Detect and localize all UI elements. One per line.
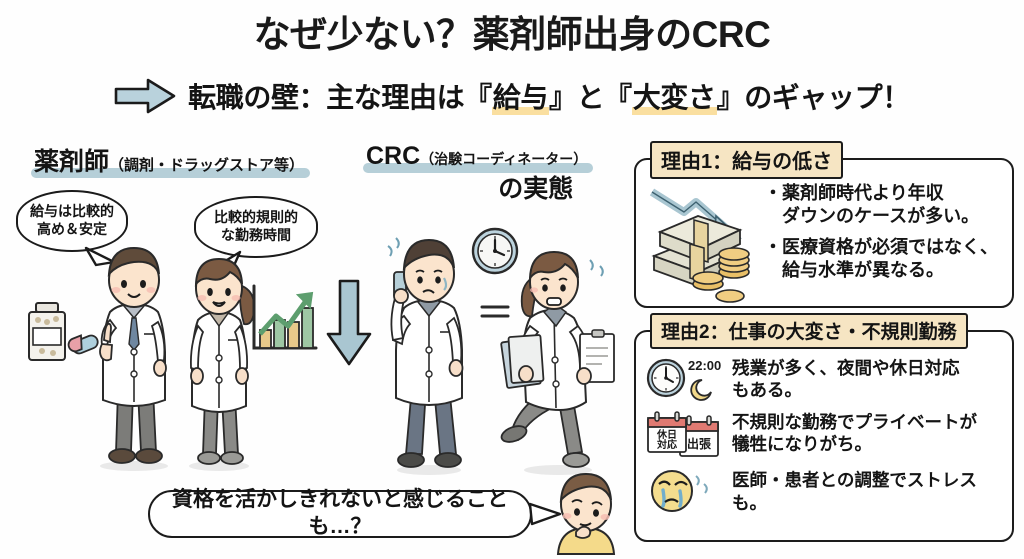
- row1-line2: もある。: [732, 380, 802, 401]
- row2-line2: 犠牲になりがち。: [732, 434, 872, 455]
- thinking-person-figure: [556, 472, 616, 555]
- panel2-row-overtime: 22:00 残業が多く、夜間や休日対応 もある。: [646, 356, 1002, 404]
- crying-face-icon: [646, 468, 724, 514]
- big-down-arrow-icon: [326, 279, 372, 366]
- list-item: ・薬剤師時代より年収 ダウンのケースが多い。: [764, 182, 998, 229]
- crc-section-heading: CRC（治験コーディネーター） の実態: [362, 140, 594, 206]
- bubble-hours-line1: 比較的規則的: [214, 209, 298, 226]
- calendar1-label-line2: 対応: [656, 438, 677, 451]
- wall-clock-icon: [471, 227, 519, 275]
- crc-heading-sub: （治験コーディネーター）: [420, 151, 588, 167]
- clock-moon-icon: 22:00: [646, 356, 724, 404]
- panel-reason1: 理由1：給与の低さ: [634, 141, 1014, 308]
- clock-time-label: 22:00: [688, 358, 721, 373]
- right-arrow-icon: [114, 78, 176, 114]
- bullet2-line2: 給与水準が異なる。: [764, 260, 944, 281]
- bullet2-line1: ・医療資格が必須ではなく、: [764, 236, 998, 257]
- crc-heading-line2: の実態: [498, 175, 574, 203]
- calendar2-label: 出張: [687, 436, 712, 451]
- speech-bubble-hours-text: 比較的規則的 な勤務時間: [214, 209, 298, 245]
- equals-sign-icon: [480, 305, 510, 318]
- bubble-tail-icon: [84, 246, 116, 267]
- panel2-row-irregular: 出張 休日 対応 不規則な勤務でプライベー: [646, 410, 1002, 462]
- growth-bar-chart-icon: [252, 284, 318, 350]
- subtitle-highlight-hardship: 大変さ: [631, 76, 717, 116]
- row2-line1: 不規則な勤務でプライベートが: [732, 412, 977, 432]
- pharmacist-heading-main: 薬剤師: [34, 148, 110, 176]
- calendar-pair-icon: 出張 休日 対応: [646, 410, 724, 462]
- speech-bubble-bottom-text: 資格を活かしきれないと感じることも…？: [172, 488, 508, 538]
- calendar1-label-line1: 休日: [656, 428, 677, 441]
- speech-bubble-salary-text: 給与は比較的 高め＆安定: [30, 203, 114, 239]
- crc-heading-highlight: CRC（治験コーディネーター）: [362, 140, 594, 173]
- subtitle-part2: 』と『: [548, 82, 632, 113]
- subtitle-part3: 』のギャップ！: [716, 82, 911, 113]
- panel2-row-stress: 医師・患者との調整でストレスも。: [646, 468, 1002, 514]
- subtitle-text: 転職の壁：主な理由は『給与』と『大変さ』のギャップ！: [188, 76, 910, 116]
- pharmacist-section-heading: 薬剤師（調剤・ドラッグストア等）: [30, 142, 311, 178]
- row1-line1: 残業が多く、夜間や休日対応: [732, 358, 960, 378]
- subtitle-highlight-salary: 給与: [491, 76, 550, 116]
- bullet1-line2: ダウンのケースが多い。: [764, 206, 980, 227]
- pill-bottle-icon: [28, 302, 99, 361]
- row3-line1: 医師・患者との調整でストレスも。: [732, 470, 977, 513]
- stressed-male-crc-figure: [387, 237, 464, 475]
- speech-bubble-bottom: 資格を活かしきれないと感じることも…？: [148, 488, 562, 538]
- panel-reason2-label: 理由2：仕事の大変さ・不規則勤務: [650, 313, 968, 349]
- rushing-female-crc-figure: [500, 250, 615, 475]
- subtitle-part1: 転職の壁：主な理由は『: [188, 82, 492, 113]
- panel-reason2-body: 22:00 残業が多く、夜間や休日対応 もある。: [636, 348, 1012, 540]
- bubble-hours-line2: な勤務時間: [221, 227, 291, 243]
- speech-bubble-salary: 給与は比較的 高め＆安定: [16, 190, 128, 267]
- capsule-icon: [67, 334, 99, 355]
- bullet1-line1: ・薬剤師時代より年収: [764, 183, 944, 203]
- subtitle-row: 転職の壁：主な理由は『給与』と『大変さ』のギャップ！: [0, 76, 1024, 116]
- bubble-salary-line2: 高め＆安定: [37, 221, 107, 237]
- panel2-row-irregular-text: 不規則な勤務でプライベートが 犠牲になりがち。: [732, 410, 977, 455]
- panel-reason1-bullets: ・薬剤師時代より年収 ダウンのケースが多い。 ・医療資格が必須ではなく、 給与水…: [764, 182, 998, 306]
- money-stack-down-arrow-icon: [649, 188, 750, 303]
- panel2-row-stress-text: 医師・患者との調整でストレスも。: [732, 468, 1002, 513]
- panel-reason2: 理由2：仕事の大変さ・不規則勤務 22:00: [634, 313, 1014, 542]
- crc-heading-main: CRC: [366, 142, 421, 170]
- moon-icon: [690, 379, 712, 401]
- bubble-tail-icon: [528, 502, 562, 526]
- panel-reason1-label: 理由1：給与の低さ: [650, 141, 844, 179]
- female-pharmacist-figure: [189, 257, 256, 471]
- panel2-row-overtime-text: 残業が多く、夜間や休日対応 もある。: [732, 356, 960, 401]
- page-title: なぜ少ない？薬剤師出身のCRC: [248, 14, 777, 59]
- speech-bubble-hours: 比較的規則的 な勤務時間: [194, 196, 318, 272]
- sweat-drop-icon: [589, 259, 604, 277]
- pharmacist-heading-highlight: 薬剤師（調剤・ドラッグストア等）: [30, 142, 311, 178]
- pharmacist-heading-sub: （調剤・ドラッグストア等）: [109, 157, 305, 174]
- male-pharmacist-figure: [99, 246, 168, 471]
- sweat-drop-icon: [443, 277, 448, 291]
- sweat-drop-icon: [387, 237, 400, 257]
- list-item: ・医療資格が必須ではなく、 給与水準が異なる。: [764, 236, 998, 283]
- bubble-salary-line1: 給与は比較的: [30, 203, 114, 220]
- title-row: なぜ少ない？薬剤師出身のCRC: [0, 14, 1024, 59]
- panel-reason1-body: ・薬剤師時代より年収 ダウンのケースが多い。 ・医療資格が必須ではなく、 給与水…: [636, 176, 1012, 306]
